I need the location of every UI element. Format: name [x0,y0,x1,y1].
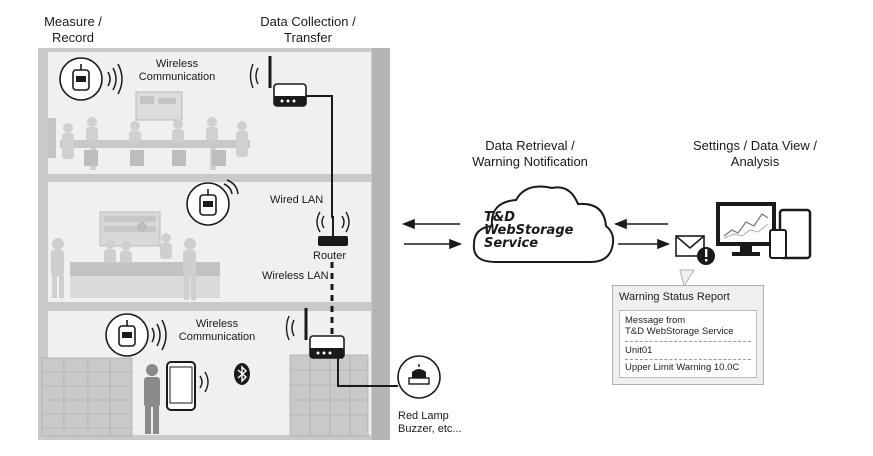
cloud-service-name: T&D WebStorage Service [484,210,574,251]
computer-tablet-phone-icon [716,202,812,260]
building-pillar [372,48,390,440]
heading-data-retrieval: Data Retrieval /Warning Notification [472,138,588,169]
cloud-icon [472,185,615,263]
data-logger-icon [186,179,239,226]
label-router: Router [313,250,347,262]
base-station-icon [285,308,345,359]
base-station-icon [249,56,307,107]
heading-settings: Settings / Data View /Analysis [692,138,818,169]
report-message-line2: T&D WebStorage Service [625,326,734,337]
label-wireless-lan: Wireless LAN [262,270,329,282]
smartphone-icon [166,361,209,411]
label-wired-lan: Wired LAN [270,194,324,206]
report-warning: Upper Limit Warning 10.0C [625,362,740,373]
data-logger-icon [59,57,123,101]
warning-status-report: Warning Status Report Message from T&D W… [612,285,764,385]
bluetooth-icon [234,363,250,385]
report-title: Warning Status Report [619,291,730,303]
report-body: Message from T&D WebStorage Service Unit… [619,310,757,378]
data-logger-icon [105,313,167,357]
floor-top [48,52,371,174]
heading-measure: Measure /Record [44,14,102,45]
report-unit: Unit01 [625,345,653,356]
heading-data-collection: Data Collection /Transfer [260,14,356,45]
router-icon [316,211,350,246]
red-lamp-icon [397,355,441,399]
report-message-line1: Message from [625,315,686,326]
mail-warning-icon [675,235,715,265]
